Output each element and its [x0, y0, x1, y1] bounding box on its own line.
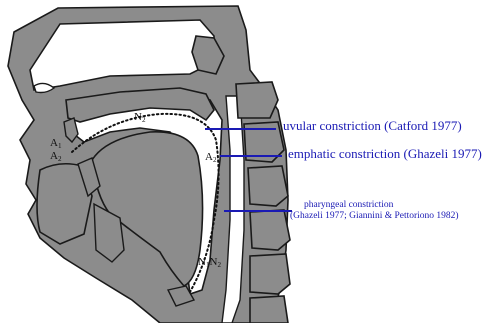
point-n2-top: N2: [134, 111, 146, 123]
pharyngeal-label-line2: (Ghazeli 1977; Giannini & Pettoriono 198…: [290, 211, 459, 221]
point-a1: A1: [50, 137, 62, 149]
point-a2-front: A2: [50, 150, 62, 162]
pharyngeal-label-line1: pharyngeal constriction: [304, 200, 393, 210]
point-n1n2: N1N2: [198, 256, 221, 268]
uvular-label: uvular constriction (Catford 1977): [283, 118, 462, 134]
point-a2-back: A2: [205, 151, 217, 163]
emphatic-label: emphatic constriction (Ghazeli 1977): [288, 146, 482, 162]
